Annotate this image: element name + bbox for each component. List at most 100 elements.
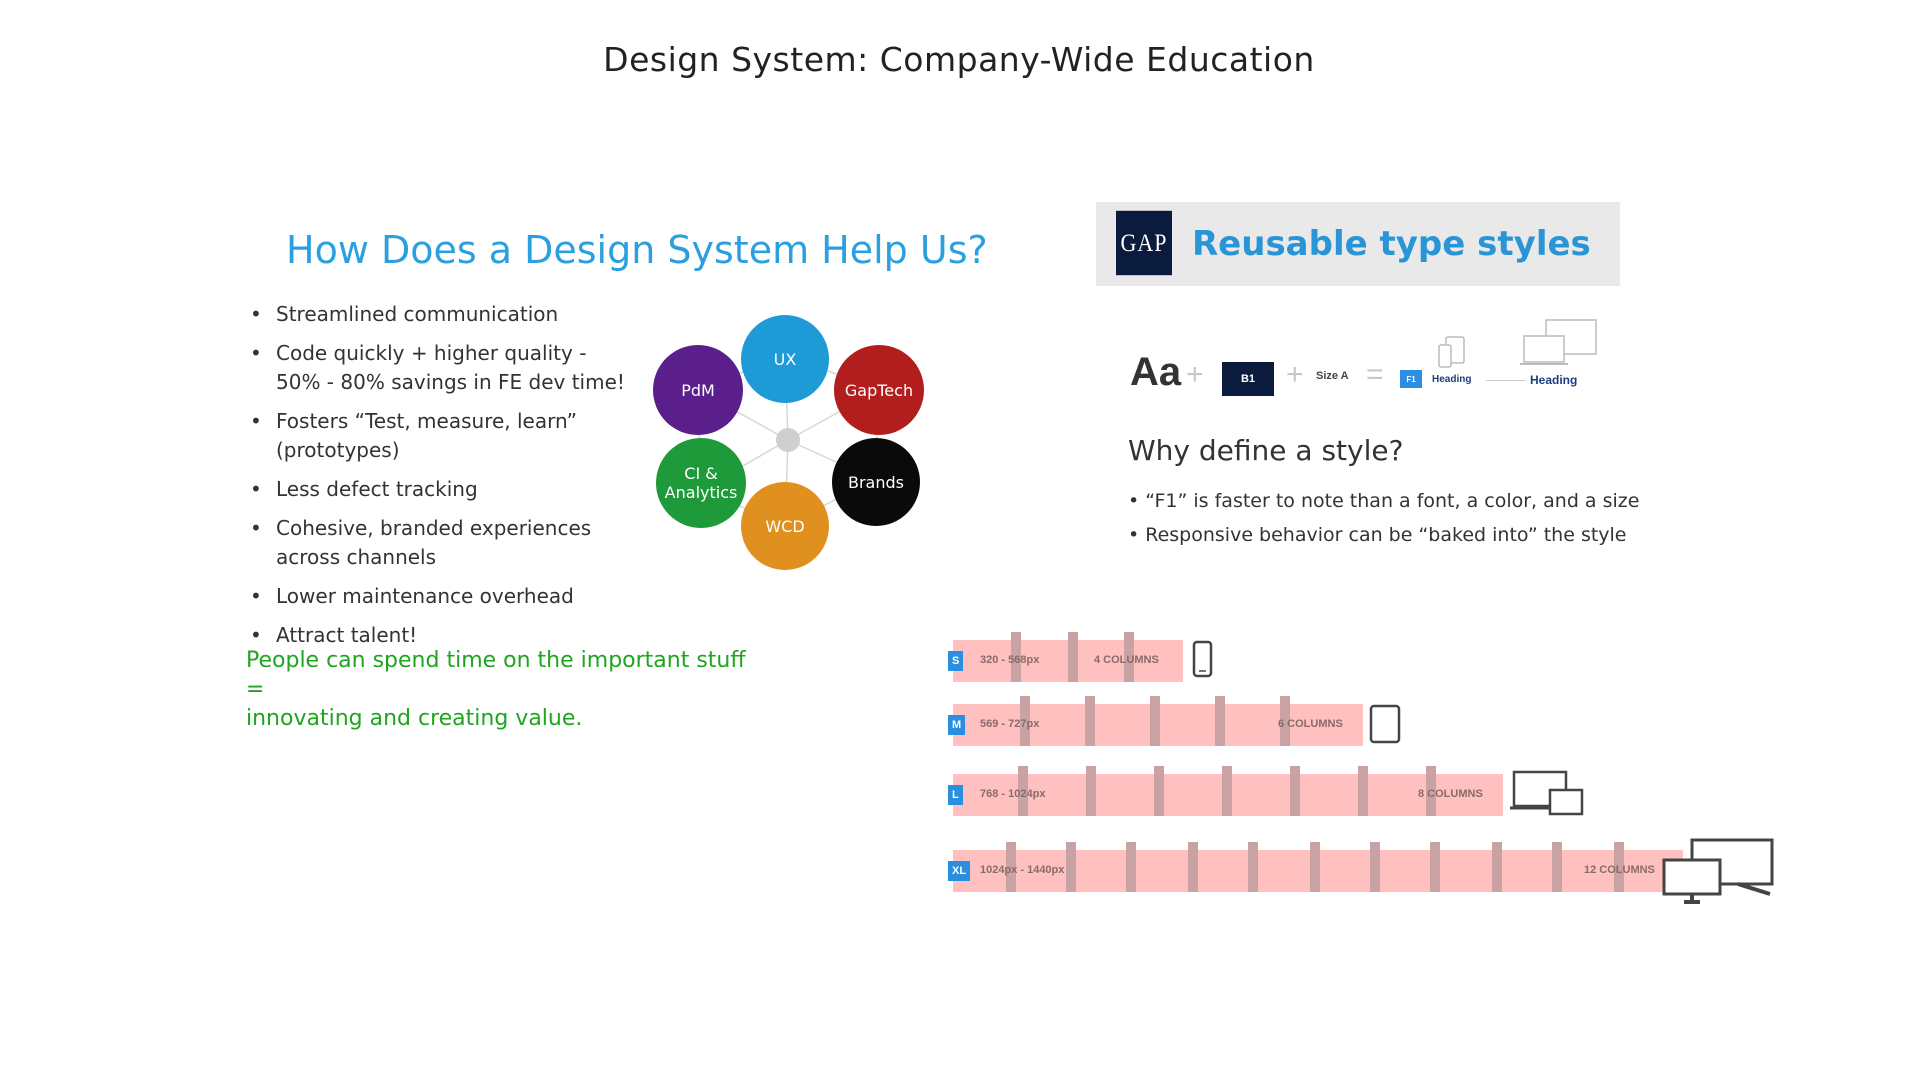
node-label: PdM [681,380,715,400]
laptop-icon [1510,770,1584,816]
gutter [1430,842,1440,892]
list-item: Fosters “Test, measure, learn” (prototyp… [246,407,676,465]
gutter [1011,632,1021,682]
tablet-icon [1369,704,1401,744]
column-count: 6 COLUMNS [1278,718,1343,730]
bullet-text: Lower maintenance overhead [276,584,574,608]
gutter [1066,842,1076,892]
list-item: • “F1” is faster to note than a font, a … [1128,490,1640,512]
size-label: Size A [1316,370,1349,382]
bullet-text: Less defect tracking [276,477,478,501]
node-label: WCD [765,516,805,536]
phone-icon [1192,640,1213,678]
team-hub-diagram: UX GapTech Brands WCD CI & Analytics PdM [650,310,930,570]
node-ux: UX [741,315,829,403]
node-label: UX [773,349,797,369]
gutter [1126,842,1136,892]
gutter [1188,842,1198,892]
why-heading: Why define a style? [1128,434,1404,467]
gutter [1370,842,1380,892]
breakpoint-tag: S [948,651,964,671]
node-label: GapTech [844,380,914,400]
gutter [1124,632,1134,682]
benefits-list: Streamlined communication Code quickly +… [246,300,676,660]
node-pdm: PdM [653,345,743,435]
breakpoint-tag: XL [948,861,971,881]
style-tag-f1: F1 [1400,370,1422,388]
gutter [1150,696,1160,746]
bullet-subtext: across channels [276,545,437,569]
gutter [1222,766,1232,816]
node-label: Brands [848,472,904,492]
type-styles-panel [1096,202,1620,286]
breakpoint-range: 320 - 568px [980,654,1040,666]
breakpoint-row-l: L 768 - 1024px 8 COLUMNS [948,766,1584,816]
column-count: 4 COLUMNS [1094,654,1159,666]
divider [1486,380,1526,381]
gutter [1006,842,1016,892]
type-styles-title: Reusable type styles [1192,224,1591,264]
why-list: • “F1” is faster to note than a font, a … [1128,484,1639,552]
gutter [1068,632,1078,682]
plus-sign: + [1286,358,1304,391]
node-ci-analytics: CI & Analytics [656,438,746,528]
list-item: Cohesive, branded experiences across chan… [246,514,676,572]
gutter [1020,696,1030,746]
left-section-heading: How Does a Design System Help Us? [286,228,988,272]
tagline-line-1: People can spend time on the important s… [246,648,746,702]
heading-sample-small: Heading [1432,374,1472,385]
gutter [1614,842,1624,892]
breakpoint-grids: S 320 - 568px 4 COLUMNS M 569 - 727px 6 … [948,632,1778,920]
gutter [1280,696,1290,746]
list-item: • Responsive behavior can be “baked into… [1128,524,1627,546]
list-item: Streamlined communication [246,300,676,329]
bullet-text: Attract talent! [276,623,418,647]
gutter [1086,766,1096,816]
bullet-text: Cohesive, branded experiences [276,516,592,540]
node-brands: Brands [832,438,920,526]
breakpoint-tag: L [948,785,963,805]
bullet-subtext: 50% - 80% savings in FE dev time! [276,370,625,394]
color-swatch-b1: B1 [1222,362,1274,396]
gutter [1492,842,1502,892]
desktop-monitor-icon [1662,838,1774,904]
page-title: Design System: Company-Wide Education [603,40,1315,79]
breakpoint-range: 1024px - 1440px [980,864,1065,876]
equals-sign: = [1366,358,1384,391]
breakpoint-tag: M [948,715,966,735]
list-item: Less defect tracking [246,475,676,504]
hub-center [776,428,800,452]
bullet-text: Code quickly + higher quality - [276,341,587,365]
breakpoint-row-xl: XL 1024px - 1440px 12 COLUMNS [948,838,1778,904]
column-count: 8 COLUMNS [1418,788,1483,800]
node-label: CI & Analytics [664,464,738,502]
plus-sign: + [1186,358,1204,391]
breakpoint-row-s: S 320 - 568px 4 COLUMNS [948,632,1248,682]
gutter [1290,766,1300,816]
gutter [1215,696,1225,746]
breakpoint-range: 569 - 727px [980,718,1040,730]
list-item: Code quickly + higher quality - 50% - 80%… [246,339,676,397]
gutter [1358,766,1368,816]
gutter [1248,842,1258,892]
type-sample: Aa [1130,350,1182,394]
bullet-text: Fosters “Test, measure, learn” (prototyp… [276,409,577,462]
gap-logo: GAP [1116,210,1172,276]
tagline-line-2: innovating and creating value. [246,706,583,731]
gutter [1552,842,1562,892]
list-item: Lower maintenance overhead [246,582,676,611]
gutter [1154,766,1164,816]
node-wcd: WCD [741,482,829,570]
breakpoint-range: 768 - 1024px [980,788,1046,800]
heading-sample-large: Heading [1530,373,1578,387]
breakpoint-row-m: M 569 - 727px 6 COLUMNS [948,696,1401,746]
tagline: People can spend time on the important s… [246,646,766,733]
node-gaptech: GapTech [834,345,924,435]
list-item: Attract talent! [246,621,676,650]
gutter [1310,842,1320,892]
phone-tablet-icon [1438,336,1465,368]
column-count: 12 COLUMNS [1584,864,1655,876]
gutter [1426,766,1436,816]
bullet-text: Streamlined communication [276,302,559,326]
gutter [1018,766,1028,816]
